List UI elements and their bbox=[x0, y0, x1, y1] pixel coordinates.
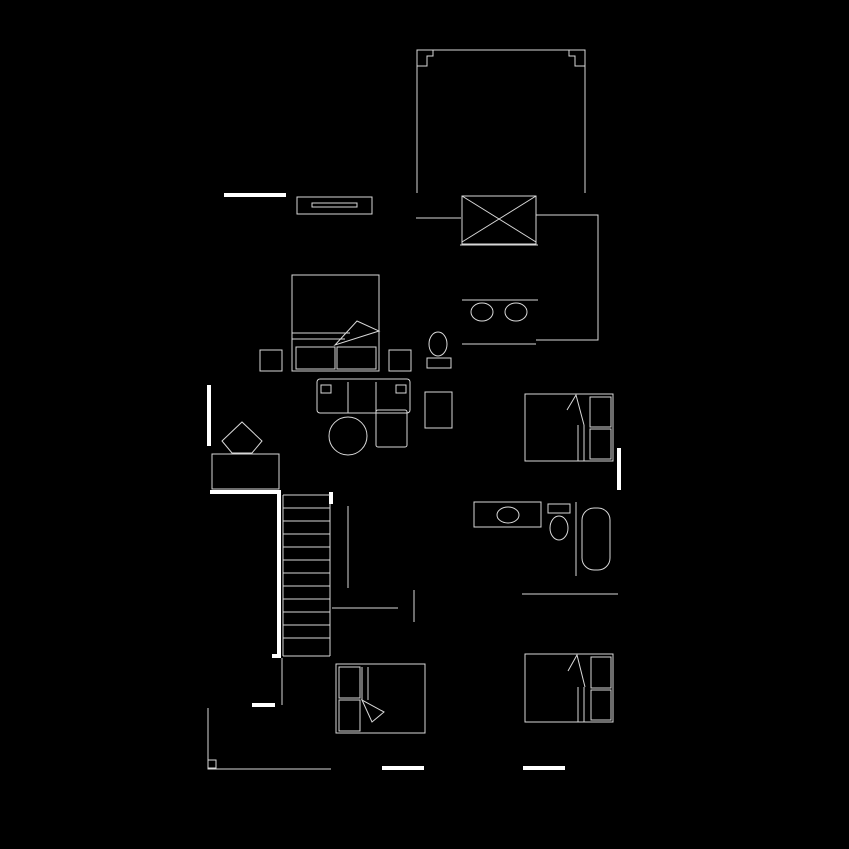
bed-4 bbox=[524, 653, 614, 723]
column-left bbox=[416, 49, 434, 67]
thin-walls bbox=[207, 214, 618, 770]
fireplace bbox=[296, 196, 373, 215]
bathtub bbox=[581, 507, 611, 571]
shower bbox=[460, 195, 538, 246]
bed-3 bbox=[335, 663, 426, 734]
coffee-table bbox=[328, 416, 368, 456]
master-bed bbox=[259, 274, 412, 372]
sink-icon bbox=[504, 302, 528, 322]
bathroom-2 bbox=[473, 501, 611, 571]
bed-2 bbox=[524, 393, 614, 462]
nightstand bbox=[259, 349, 283, 372]
toilet bbox=[426, 331, 452, 369]
sink-icon bbox=[470, 302, 494, 322]
double-vanity bbox=[462, 299, 538, 345]
column-right bbox=[568, 49, 586, 67]
walls bbox=[207, 193, 621, 770]
sectional-sofa bbox=[316, 378, 453, 456]
vanity bbox=[473, 501, 542, 528]
armchair-desk bbox=[211, 421, 280, 490]
staircase bbox=[282, 494, 331, 657]
nightstand bbox=[388, 349, 412, 372]
desk bbox=[211, 453, 280, 490]
side-table bbox=[424, 391, 453, 429]
sink-icon bbox=[496, 506, 520, 524]
balcony bbox=[416, 49, 586, 193]
toilet bbox=[549, 515, 569, 541]
